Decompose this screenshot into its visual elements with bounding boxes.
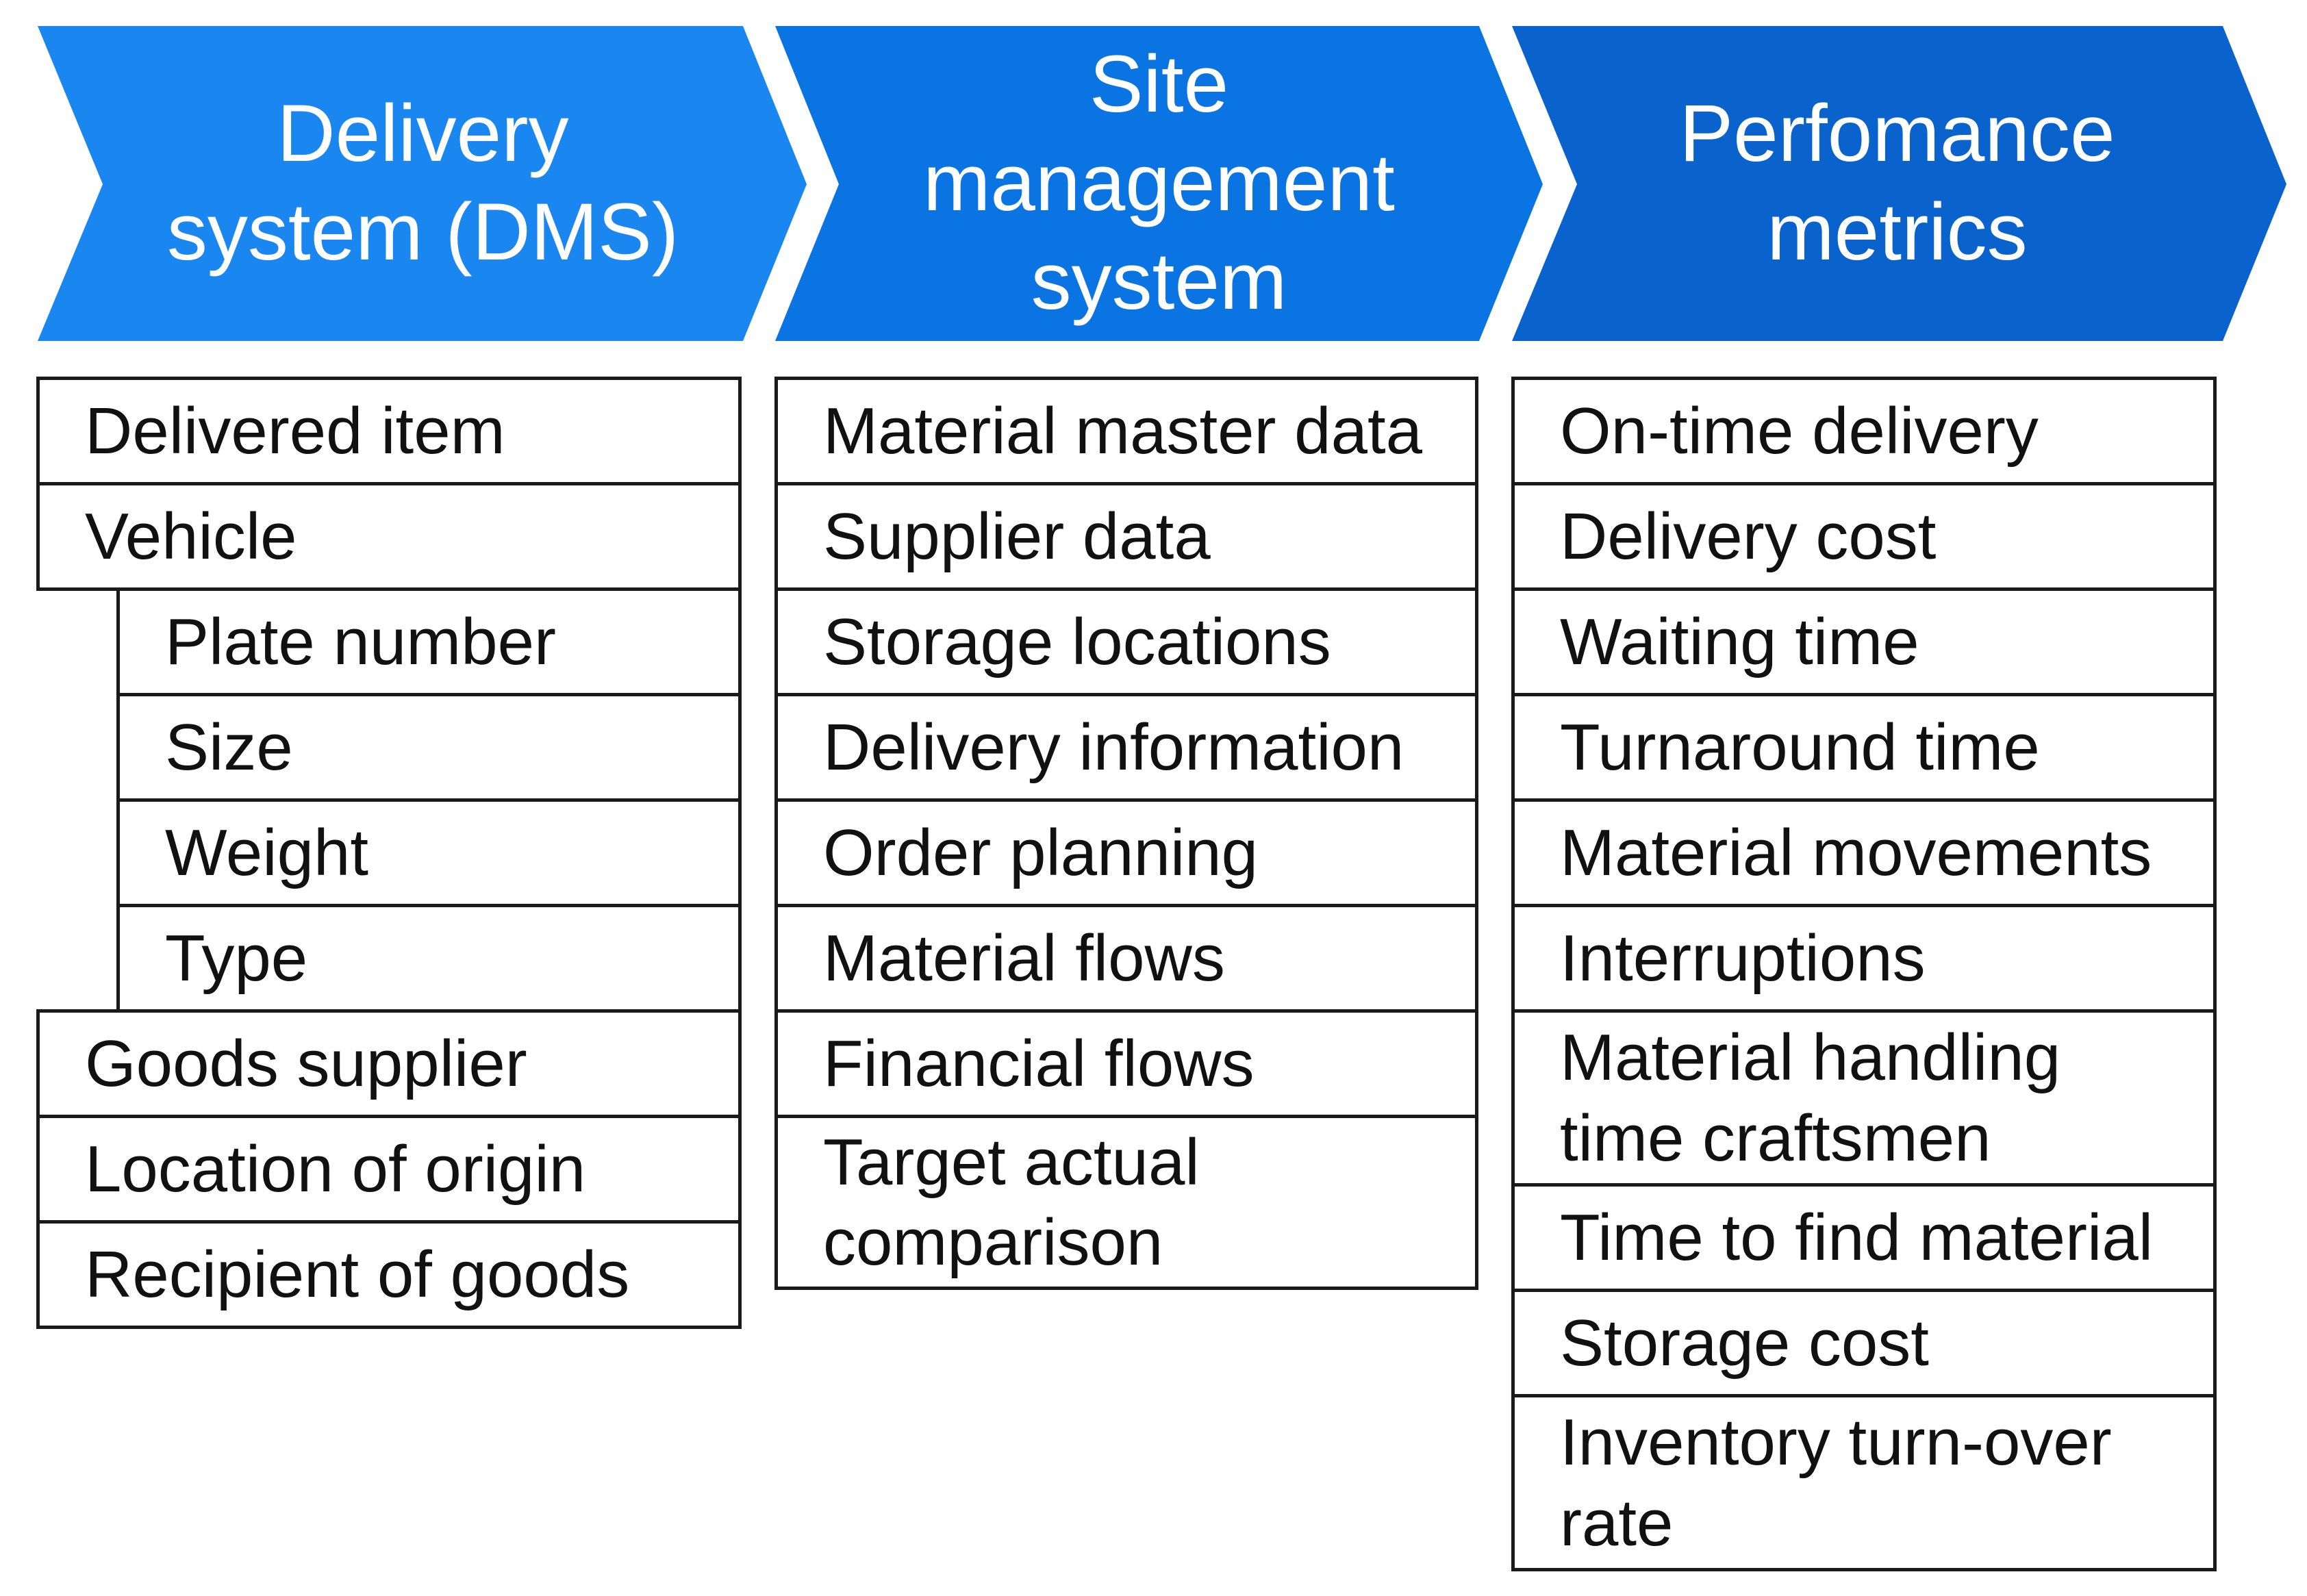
column-title-performance-metrics: Perfomance metrics — [1679, 88, 2115, 277]
arrow-performance-metrics — [1512, 26, 2286, 341]
list-item-on-time-delivery: On-time delivery — [1511, 377, 2217, 485]
list-item-material-flows: Material flows — [774, 904, 1478, 1013]
list-item-supplier-data: Supplier data — [774, 482, 1478, 591]
list-item-interruptions: Interruptions — [1511, 904, 2217, 1013]
list-item-size: Size — [116, 693, 742, 802]
list-item-type: Type — [116, 904, 742, 1013]
list-item-time-to-find-material: Time to find material — [1511, 1183, 2217, 1292]
list-item-delivery-cost: Delivery cost — [1511, 482, 2217, 591]
list-item-material-handling-time: Material handling time craftsmen — [1511, 1009, 2217, 1187]
list-item-waiting-time: Waiting time — [1511, 587, 2217, 696]
list-item-location-of-origin: Location of origin — [36, 1115, 742, 1224]
list-item-material-master-data: Material master data — [774, 377, 1478, 485]
list-item-plate-number: Plate number — [116, 587, 742, 696]
list-item-goods-supplier: Goods supplier — [36, 1009, 742, 1118]
list-item-storage-locations: Storage locations — [774, 587, 1478, 696]
list-item-financial-flows: Financial flows — [774, 1009, 1478, 1118]
list-item-target-actual-comparison: Target actual comparison — [774, 1115, 1478, 1290]
arrow-site-management-system — [775, 26, 1543, 341]
list-item-delivered-item: Delivered item — [36, 377, 742, 485]
list-item-recipient-of-goods: Recipient of goods — [36, 1220, 742, 1329]
list-item-order-planning: Order planning — [774, 798, 1478, 907]
arrow-delivery-system — [38, 26, 807, 341]
list-item-material-movements: Material movements — [1511, 798, 2217, 907]
column-title-site-management-system: Site management system — [923, 39, 1395, 327]
list-item-storage-cost: Storage cost — [1511, 1289, 2217, 1397]
list-item-weight: Weight — [116, 798, 742, 907]
list-item-turnaround-time: Turnaround time — [1511, 693, 2217, 802]
column-title-delivery-system: Delivery system (DMS) — [166, 88, 679, 277]
list-item-inventory-turn-over-rate: Inventory turn-over rate — [1511, 1394, 2217, 1571]
list-item-delivery-information: Delivery information — [774, 693, 1478, 802]
list-item-vehicle: Vehicle — [36, 482, 742, 591]
